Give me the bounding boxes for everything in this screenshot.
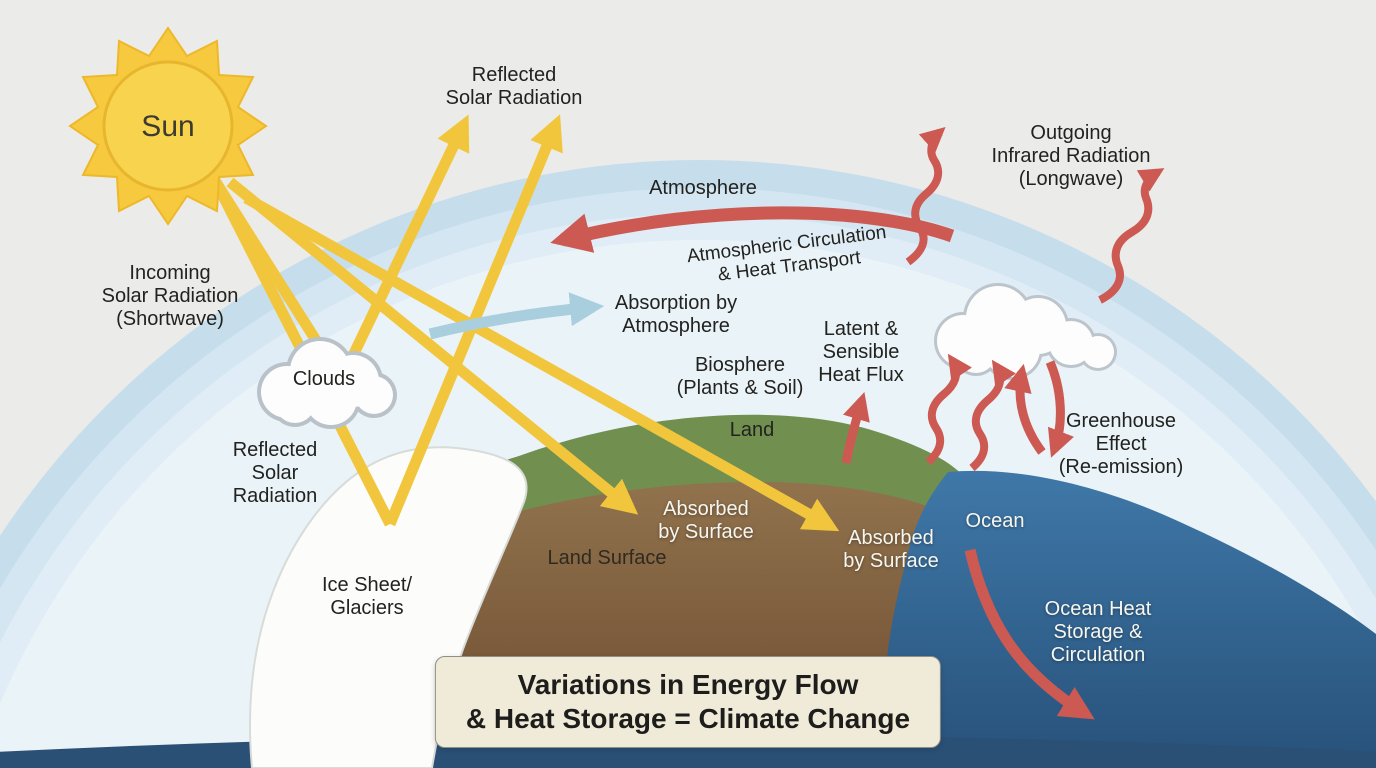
ice-sheet-region (249, 446, 528, 768)
sun-icon (68, 26, 268, 226)
absorption-arrow (428, 292, 605, 340)
ocean-region (884, 470, 1376, 768)
sun-disc (102, 60, 234, 192)
reflected-ray-from-cloud (343, 114, 470, 369)
outgoing-ir-arrow-2 (1098, 168, 1165, 304)
incoming-ray-absorbed-left (226, 177, 639, 515)
incoming-ray-absorbed-right (243, 193, 840, 532)
surface-heat-wavy-arrow-1 (925, 353, 972, 466)
biosphere-region (428, 414, 974, 526)
outgoing-ir-arrow-1 (905, 127, 946, 266)
title-text: Variations in Energy Flow & Heat Storage… (465, 669, 911, 735)
solar-rays (207, 114, 840, 532)
greenhouse-reemission-arrow (1045, 360, 1075, 458)
latent-heat-arrow (841, 391, 870, 464)
ocean-circulation-arrow (964, 548, 1095, 720)
title-box: Variations in Energy Flow & Heat Storage… (434, 656, 942, 749)
surface-heat-wavy-arrow-2 (969, 359, 1016, 472)
greenhouse-up-arrow (1004, 363, 1046, 455)
cloud-left-icon (257, 337, 397, 429)
heat-arrows (550, 127, 1165, 720)
